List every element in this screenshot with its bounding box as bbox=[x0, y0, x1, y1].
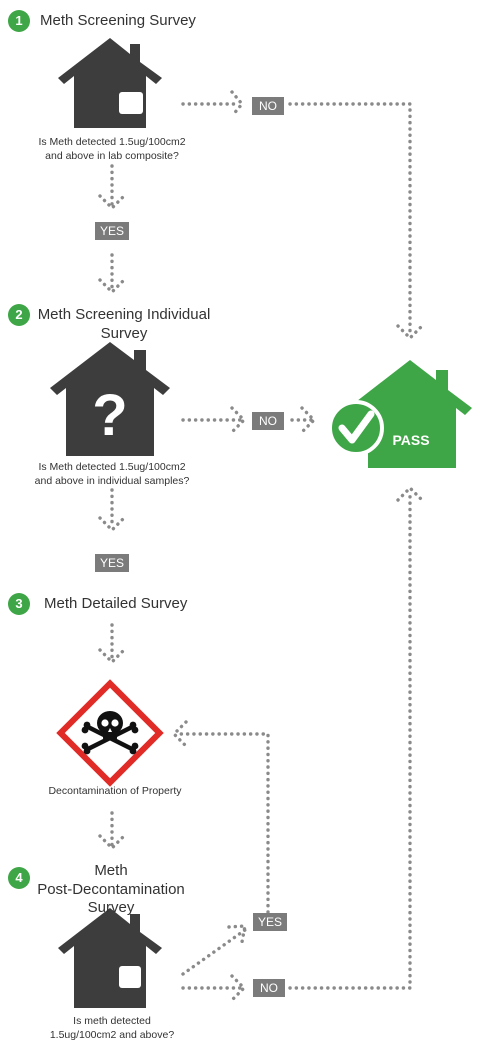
no-badge: NO bbox=[252, 97, 284, 115]
arrowhead bbox=[396, 485, 424, 502]
arrowhead bbox=[227, 924, 248, 944]
question-house-icon bbox=[50, 342, 170, 456]
step-number-badge: 2 bbox=[8, 304, 30, 326]
house-icon bbox=[58, 908, 162, 1008]
step-number-badge: 1 bbox=[8, 10, 30, 32]
question-mark-icon: ? bbox=[92, 383, 128, 448]
connector-no-to-pass bbox=[288, 102, 412, 336]
yes-badge: YES bbox=[253, 913, 287, 931]
no-badge: NO bbox=[252, 412, 284, 430]
arrowhead bbox=[230, 406, 247, 434]
yes-badge: YES bbox=[95, 554, 129, 572]
step-title: Meth Detailed Survey bbox=[44, 595, 188, 612]
arrowhead bbox=[98, 278, 126, 295]
arrowhead bbox=[300, 406, 317, 434]
step-number-badge: 3 bbox=[8, 593, 30, 615]
arrowhead bbox=[98, 516, 126, 533]
no-badge: NO bbox=[253, 979, 285, 997]
arrowhead bbox=[171, 720, 188, 748]
arrowhead bbox=[396, 324, 424, 341]
arrowhead bbox=[98, 834, 126, 851]
house-icon bbox=[58, 38, 162, 128]
decontamination-label: Decontamination of Property bbox=[48, 785, 182, 797]
pass-house-icon bbox=[328, 360, 472, 468]
step-number-badge: 4 bbox=[8, 867, 30, 889]
yes-badge: YES bbox=[95, 222, 129, 240]
step-title: Meth Screening Survey bbox=[40, 12, 196, 29]
connector-step4-yes bbox=[181, 928, 247, 976]
arrowhead bbox=[230, 974, 247, 1002]
arrowhead bbox=[98, 648, 126, 665]
connector-yes4-loop bbox=[176, 732, 270, 914]
arrowhead bbox=[230, 90, 245, 118]
connector-no4-pass bbox=[288, 492, 412, 990]
pass-label: PASS bbox=[392, 432, 430, 448]
hazard-skull-icon bbox=[56, 679, 164, 787]
arrowhead bbox=[98, 194, 126, 211]
